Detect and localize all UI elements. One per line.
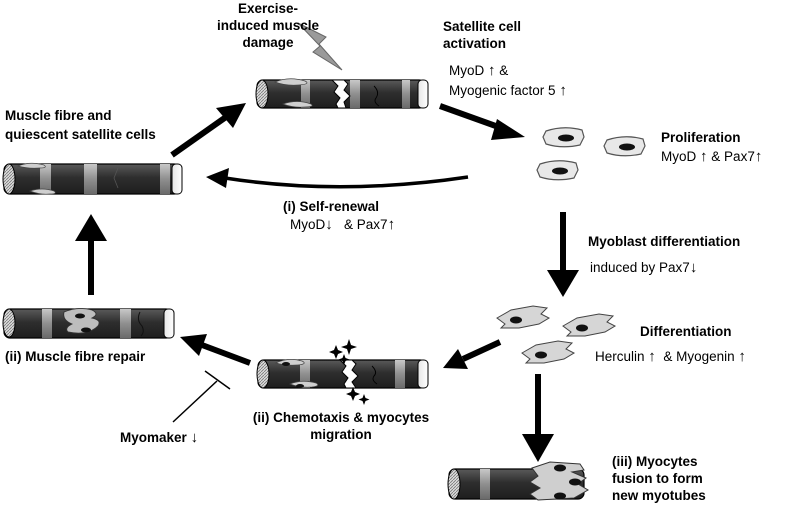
myf5-text: Myogenic factor 5 [449, 83, 556, 98]
quiescent-label-line: quiescent satellite cells [5, 127, 156, 142]
down-arrow-icon: ↓ [190, 429, 199, 446]
myomaker-inhibition-line [172, 380, 218, 423]
induced-text: induced by Pax7 [590, 260, 690, 275]
myogenin-text: & Myogenin [663, 349, 735, 364]
ampersand-text: & [499, 63, 509, 78]
arrow-damage-to-activation [438, 103, 506, 132]
myoblast-differentiation-label: Myoblast differentiation [588, 234, 741, 249]
chemotaxis-label-line: (ii) Chemotaxis & myocytes [252, 410, 430, 425]
arrow-chemotaxis-to-repair [200, 342, 252, 366]
myoblast-induced-label: induced by Pax7↓ [590, 259, 697, 276]
repaired-fibre [2, 307, 175, 339]
quiescent-label-line: Muscle fibre and [5, 108, 112, 123]
chemotaxis-fibre [256, 359, 429, 389]
damaged-fibre-top [255, 78, 429, 109]
arrow-self-renewal [224, 175, 469, 189]
sparkle-icons [329, 339, 370, 405]
quiescent-label: Muscle fibre and quiescent satellite cel… [5, 106, 156, 144]
chemotaxis-label: (ii) Chemotaxis & myocytes migration [232, 409, 450, 443]
up-arrow-icon: ↑ [648, 348, 656, 365]
myod-text: MyoD [449, 63, 485, 78]
differentiation-label: Differentiation [640, 324, 732, 339]
down-arrow-icon: ↓ [325, 216, 333, 233]
proliferation-markers: MyoD ↑ & Pax7↑ [661, 148, 762, 165]
fusion-label: (iii) Myocytes fusion to form new myotub… [612, 453, 706, 504]
up-arrow-icon: ↑ [700, 148, 708, 165]
self-renewal-markers: MyoD↓ & Pax7↑ [290, 216, 395, 233]
damage-label-line: Exercise- [237, 1, 299, 16]
up-arrow-icon: ↑ [488, 62, 496, 79]
differentiating-myocytes [496, 305, 617, 364]
up-arrow-icon: ↑ [559, 82, 567, 99]
chemotaxis-label-line: migration [310, 427, 372, 442]
herculin-text: Herculin [595, 349, 645, 364]
new-myotube [447, 461, 589, 501]
process-arrows [75, 103, 579, 462]
myomaker-inhibition-bar [204, 370, 231, 390]
up-arrow-icon: ↑ [738, 348, 746, 365]
myod-text: MyoD [661, 149, 697, 164]
arrow-quiescent-to-damage [170, 114, 228, 158]
lightning-icon [297, 22, 343, 71]
quiescent-fibre [2, 162, 183, 195]
activation-label-line: Satellite cell [443, 19, 522, 34]
pax7-text: & Pax7 [344, 217, 388, 232]
down-arrow-icon: ↓ [689, 259, 698, 276]
up-arrow-icon: ↑ [387, 216, 396, 233]
repair-label: (ii) Muscle fibre repair [5, 349, 146, 364]
myomaker-label: Myomaker ↓ [120, 429, 198, 446]
differentiation-markers: Herculin ↑ & Myogenin ↑ [595, 348, 746, 365]
damage-label: Exercise- induced muscle damage [213, 0, 323, 51]
myomaker-text: Myomaker [120, 430, 187, 445]
pax7-text: & Pax7 [711, 149, 755, 164]
activation-label-line: activation [443, 36, 507, 51]
damage-label-line: damage [242, 35, 294, 50]
arrow-differentiation-to-chemotaxis [461, 339, 502, 362]
self-renewal-label: (i) Self-renewal [283, 199, 380, 214]
up-arrow-icon: ↑ [754, 148, 763, 165]
activation-label: Satellite cell activation [443, 18, 521, 52]
activation-markers: MyoD ↑ & Myogenic factor 5 ↑ [449, 61, 567, 101]
damage-label-line: induced muscle [216, 18, 320, 33]
proliferating-cells [536, 127, 646, 181]
fusion-label-line: fusion to form [612, 471, 703, 486]
proliferation-label: Proliferation [661, 130, 741, 145]
myod-text: MyoD [290, 217, 326, 232]
fusion-label-line: new myotubes [612, 488, 706, 503]
fusion-label-line: (iii) Myocytes [612, 454, 698, 469]
